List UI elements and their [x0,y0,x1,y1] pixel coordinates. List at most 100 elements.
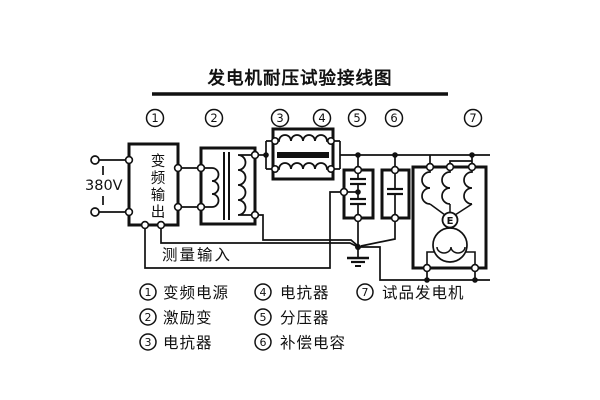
converter-measure-terminal [156,220,166,230]
circled-marker-7: 7 [463,108,483,128]
measurement-wire-2 [160,225,359,248]
reactor-terminal [270,137,279,146]
diagram-shape [145,108,165,128]
circled-marker-2: 2 [204,108,224,128]
source-terminal-bottom [90,207,100,217]
top-markers: 1 2 3 4 5 6 7 [145,108,483,128]
frequency-converter-box: 变 频 输 出 [124,142,183,230]
compensation-capacitor-box [380,165,411,223]
junction-dot [355,244,361,250]
winding-to-star [429,203,446,216]
junction-dots [355,152,478,283]
generator-terminal [425,162,435,172]
legend-label: 补偿电容 [280,334,346,352]
test-generator-box: E [411,162,488,273]
diagram-shape [384,108,404,128]
divider-tap-terminal [339,187,349,197]
legend: 1 变频电源 2 激励变 3 电抗器 4 电抗器 5 分压器 6 补偿电容 [139,283,465,352]
junction-dot [355,152,361,158]
secondary-winding [237,154,255,216]
legend-num: 4 [260,286,267,299]
diagram-shape [312,108,332,128]
junction-dot [424,277,430,283]
legend-marker [254,283,272,301]
generator-terminal [422,263,432,273]
reactor-terminal [270,165,279,174]
diagram-text: 3 [276,111,283,125]
generator-terminal [470,263,480,273]
excitation-transformer-box [196,146,260,226]
legend-num: 5 [260,311,267,324]
winding-to-star [454,203,473,216]
legend-item-4: 4 电抗器 [254,283,330,302]
rotor-lead-left [426,251,435,268]
converter-char-3: 输 [151,187,166,204]
junction-dot [355,189,361,195]
legend-marker [139,283,157,301]
converter-terminal [124,207,134,217]
legend-marker [139,333,157,351]
converter-char-4: 出 [151,204,166,221]
circled-marker-5: 5 [347,108,367,128]
measurement-wire-1 [144,191,344,269]
stator-winding [463,167,473,205]
legend-num: 3 [145,336,152,349]
reactor-terminal [326,137,335,146]
legend-label: 试品发电机 [382,284,465,302]
diagram-text: 6 [390,111,397,125]
legend-label: 电抗器 [280,284,330,302]
diagram-text: 5 [353,111,360,125]
transformer-terminal [196,202,206,212]
junction-dot [263,152,269,158]
legend-num: 1 [145,286,152,299]
legend-marker [254,333,272,351]
circled-marker-4: 4 [312,108,332,128]
generator-terminal [445,162,455,172]
stator-winding [421,167,431,205]
junction-dot [472,277,478,283]
source-terminal-top [90,155,100,165]
diagram-text: 4 [318,111,325,125]
circled-marker-6: 6 [384,108,404,128]
legend-num: 6 [260,336,267,349]
rotor-lead-right [465,251,476,268]
legend-label: 分压器 [280,309,330,327]
legend-item-1: 1 变频电源 [139,283,228,302]
converter-char-1: 变 [151,153,166,170]
diagram-shape [347,108,367,128]
transformer-ground-wire [255,214,359,247]
converter-char-2: 频 [151,170,166,187]
diagram-text: 1 [151,111,158,125]
reactor-core-bar [277,152,329,158]
converter-measure-terminal [140,220,150,230]
reactor-coil-bottom [266,162,340,170]
legend-item-2: 2 激励变 [139,308,212,327]
circled-marker-1: 1 [145,108,165,128]
compcap-ground-wire [360,218,396,247]
stator-winding [441,167,451,205]
legend-item-5: 5 分压器 [254,308,330,327]
legend-marker [356,283,374,301]
rotor-circle [432,227,468,263]
legend-marker [139,308,157,326]
legend-label: 电抗器 [163,334,213,352]
diagram-shape [204,108,224,128]
ac-source-380v: 380V [85,155,123,217]
reactor-box [263,127,341,181]
junction-dot [392,152,398,158]
divider-terminal-bottom [353,213,363,223]
star-point-label: E [447,216,454,227]
diagram-shape [127,142,180,227]
converter-terminal [173,202,183,212]
converter-terminal [173,163,183,173]
legend-item-7: 7 试品发电机 [356,283,465,302]
legend-item-3: 3 电抗器 [139,333,213,352]
transformer-terminal [250,210,260,220]
ground-to-generator-bus [358,246,490,281]
primary-winding [201,167,220,208]
generator-terminal [467,162,477,172]
diagram-text: 2 [210,111,217,125]
measurement-input-label: 测量输入 [162,246,232,264]
diagram-title: 发电机耐压试验接线图 [207,68,393,89]
